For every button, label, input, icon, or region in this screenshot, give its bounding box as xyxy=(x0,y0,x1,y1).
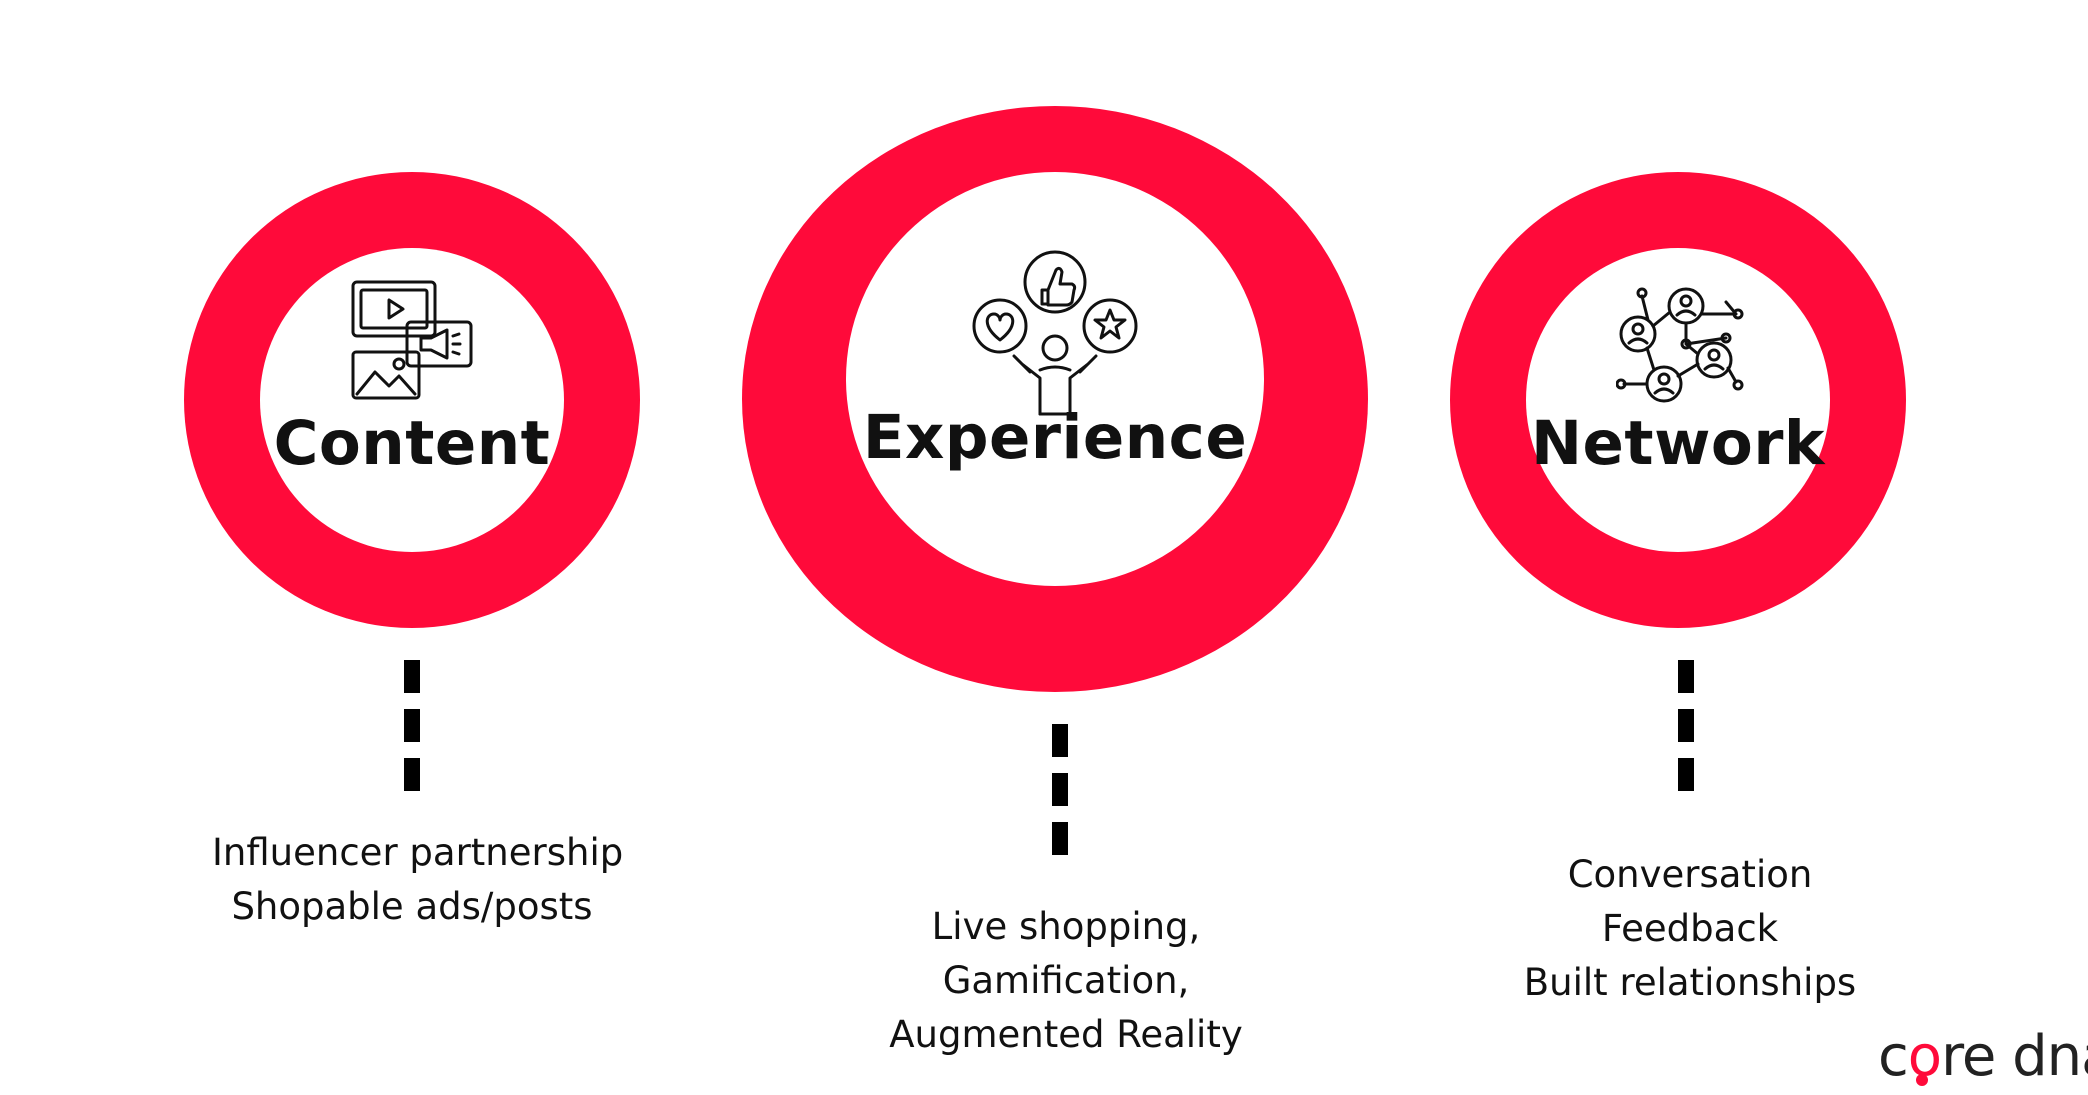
content-line: Shopable ads/posts xyxy=(231,885,593,928)
network-ring: Network xyxy=(1450,172,1906,628)
dash xyxy=(404,709,420,742)
dash xyxy=(1678,660,1694,693)
experience-line: Gamification, xyxy=(942,959,1190,1002)
dash xyxy=(1052,724,1068,757)
experience-line: Augmented Reality xyxy=(889,1013,1243,1056)
network-line: Conversation xyxy=(1567,853,1813,896)
dash xyxy=(404,758,420,791)
experience-ring-inner xyxy=(846,172,1264,586)
dash xyxy=(1052,773,1068,806)
logo-prefix: c xyxy=(1878,1024,1909,1089)
experience-title: Experience xyxy=(862,402,1248,473)
logo-dot xyxy=(1916,1074,1928,1086)
network-ring-inner xyxy=(1526,248,1830,552)
content-line: Influencer partnership xyxy=(212,831,624,874)
content-title: Content xyxy=(273,408,551,479)
content-description: Influencer partnership Shopable ads/post… xyxy=(212,826,624,934)
network-line: Built relationships xyxy=(1523,961,1857,1004)
people-network-icon xyxy=(1616,287,1744,403)
coredna-logo: core dna xyxy=(1878,1024,2088,1089)
network-description: Conversation Feedback Built relationship… xyxy=(1490,848,1890,1010)
experience-description: Live shopping, Gamification, Augmented R… xyxy=(866,900,1266,1062)
person-reactions-icon xyxy=(972,250,1138,416)
dash xyxy=(1678,709,1694,742)
network-line: Feedback xyxy=(1601,907,1779,950)
network-title: Network xyxy=(1531,408,1825,479)
logo-suffix: re dna xyxy=(1941,1024,2088,1089)
dash xyxy=(1678,758,1694,791)
media-content-icon xyxy=(351,280,473,400)
content-ring: Content xyxy=(184,172,640,628)
content-ring-inner xyxy=(260,248,564,552)
dash xyxy=(1052,822,1068,855)
experience-line: Live shopping, xyxy=(931,905,1201,948)
dash xyxy=(404,660,420,693)
experience-ring: Experience xyxy=(742,106,1368,692)
